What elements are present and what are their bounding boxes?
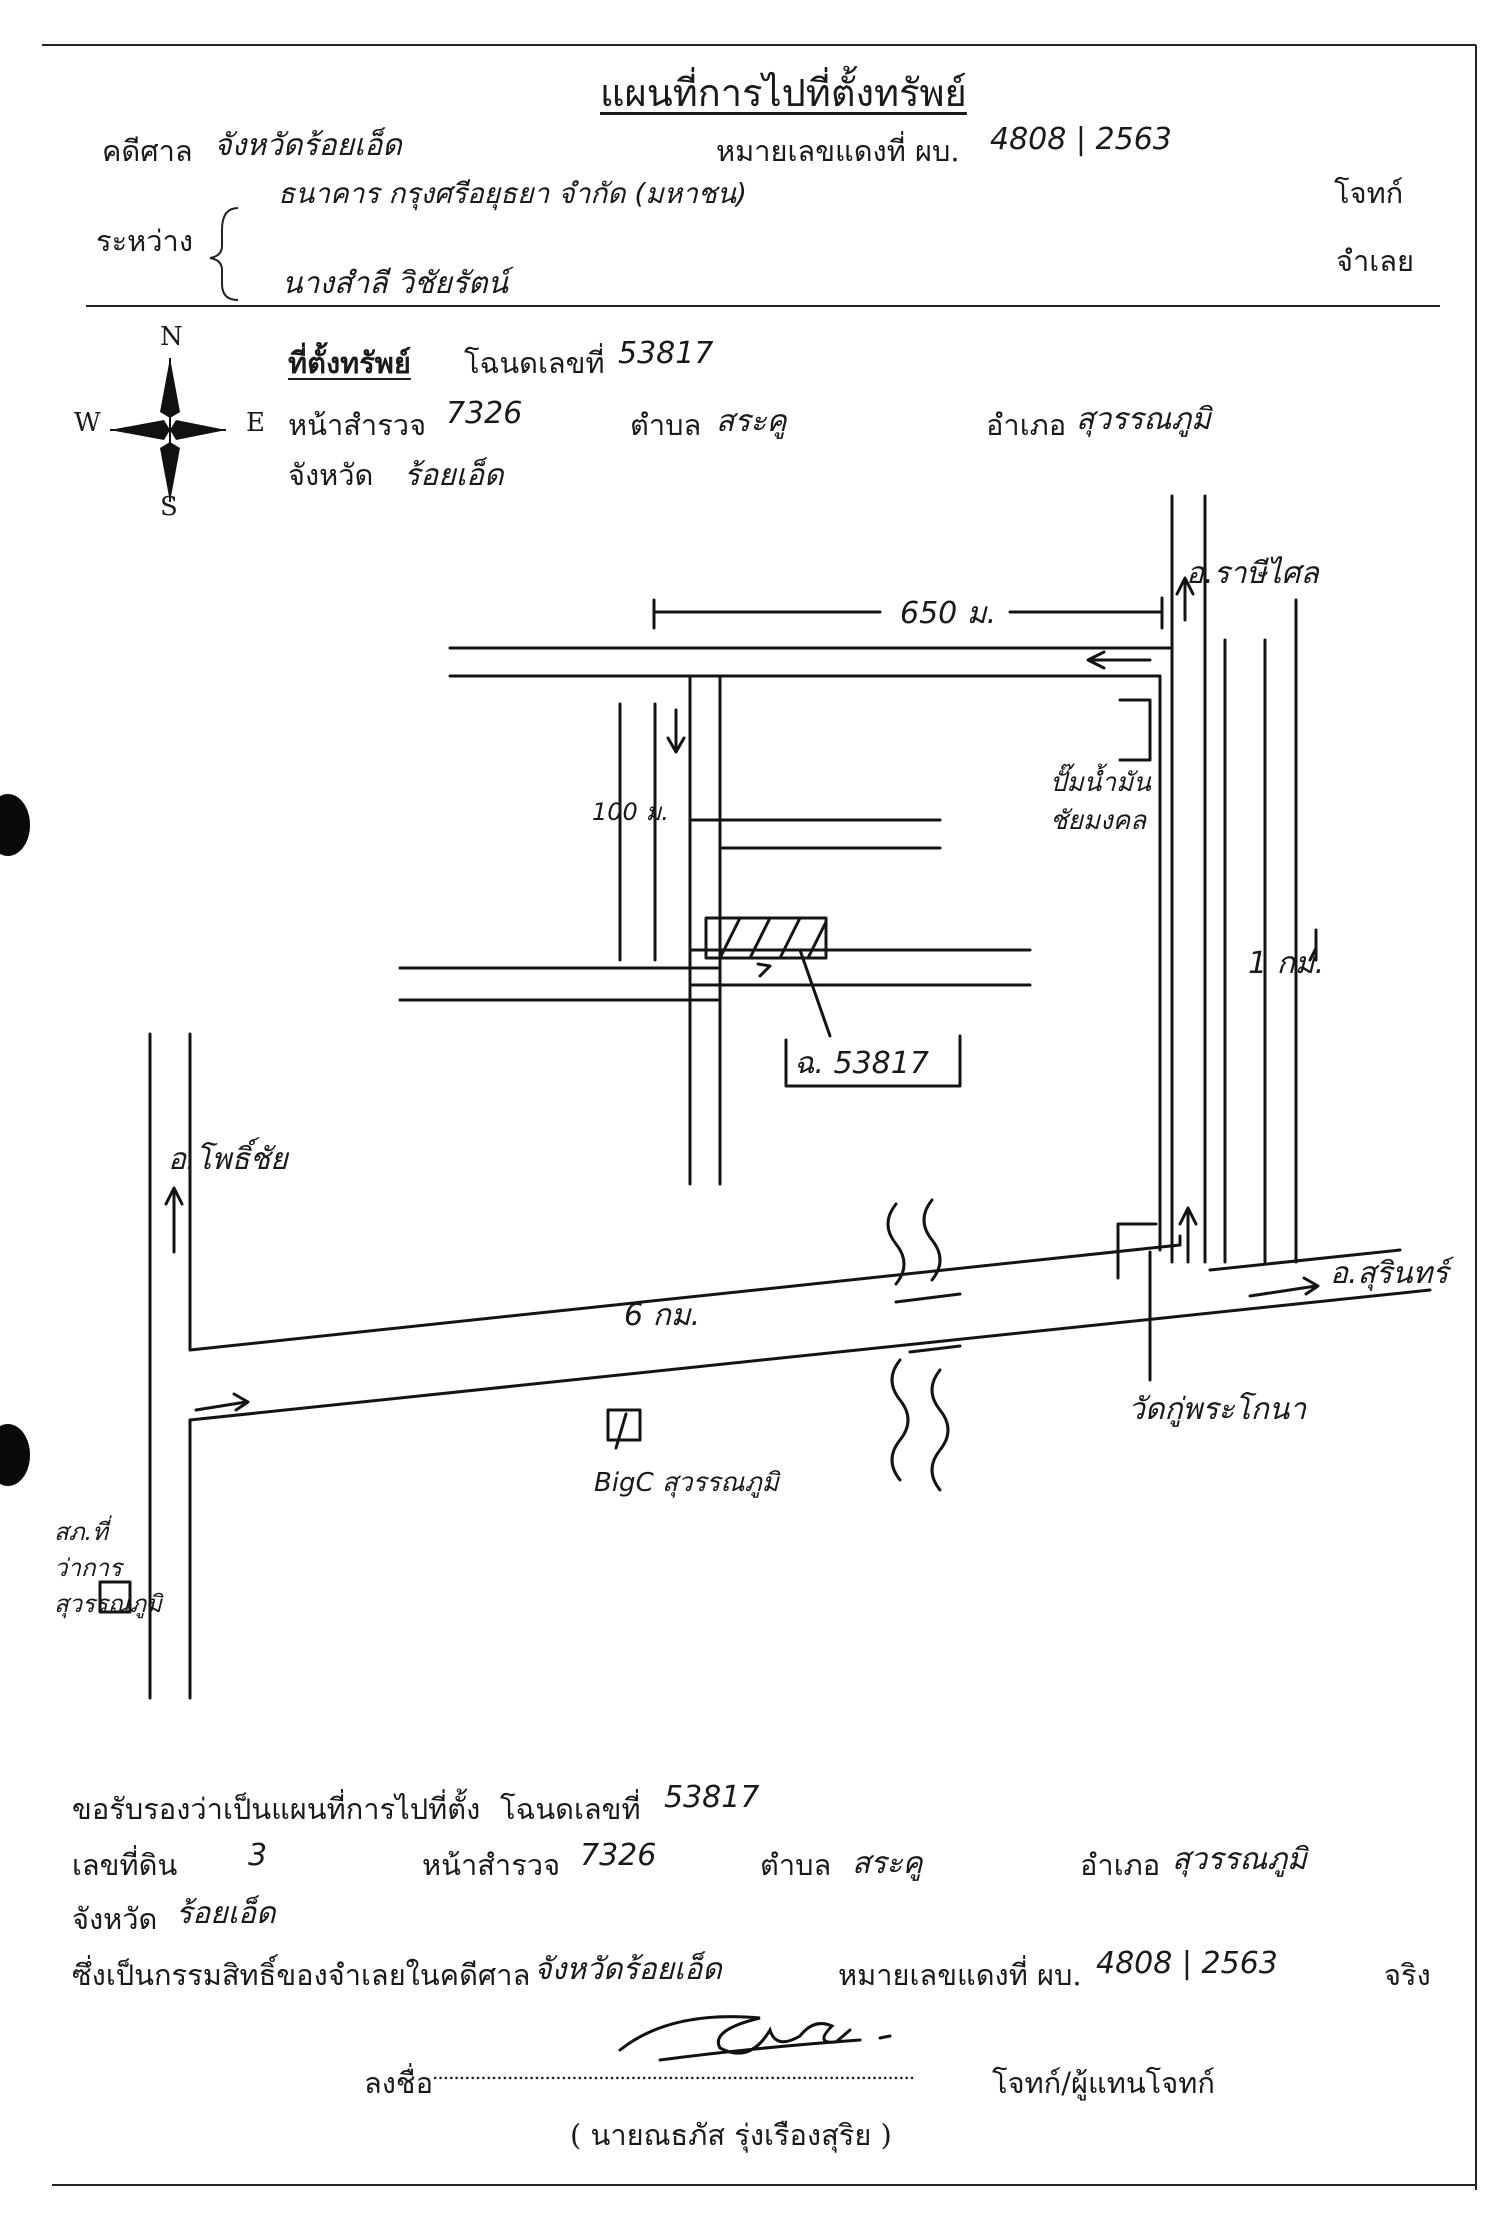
cert-province-label: จังหวัด: [72, 1902, 158, 1936]
compass-south: S: [160, 492, 178, 522]
location-survey-label: หน้าสำรวจ: [288, 408, 427, 442]
between-label: ระหว่าง: [96, 224, 193, 258]
cert-deed-label: โฉนดเลขที่: [500, 1792, 641, 1826]
compass-west: W: [74, 408, 101, 438]
dist-left-label: 100 ม.: [592, 798, 669, 826]
plaintiff-label: โจทก์: [1334, 176, 1404, 210]
cert-tambon-label: ตำบล: [760, 1848, 832, 1882]
location-amphoe-label: อำเภอ: [986, 408, 1067, 442]
court-value: จังหวัดร้อยเอ็ด: [214, 128, 402, 163]
to-east-label: อ.สุรินทร์: [1330, 1256, 1449, 1291]
cert-case-value: 4808 | 2563: [1096, 1946, 1278, 1981]
case-label: หมายเลขแดงที่ ผบ.: [716, 134, 960, 168]
cert-line1-label: ขอรับรองว่าเป็นแผนที่การไปที่ตั้ง: [72, 1792, 481, 1826]
cert-province-value: ร้อยเอ็ด: [176, 1896, 276, 1931]
sign-role: โจทก์/ผู้แทนโจทก์: [992, 2066, 1215, 2100]
case-value: 4808 | 2563: [990, 122, 1172, 157]
temple-label: วัดกู่พระโกนา: [1128, 1392, 1307, 1427]
cert-court-value: จังหวัดร้อยเอ็ด: [534, 1952, 722, 1987]
signer-name: ( นายณธภัส รุ่งเรืองสุริย ): [570, 2118, 892, 2152]
location-heading: ที่ตั้งทรัพย์: [288, 346, 411, 380]
location-deed-label: โฉนดเลขที่: [464, 346, 605, 380]
district-office-label: สภ.ที่ว่าการ สุวรรณภูมิ: [54, 1518, 162, 1618]
gas-station-label: ปั๊มน้ำมัน ชัยมงคล: [1050, 768, 1151, 836]
cert-true-label: จริง: [1384, 1958, 1431, 1992]
cert-land-no-value: 3: [248, 1838, 268, 1873]
cert-land-no-label: เลขที่ดิน: [72, 1848, 178, 1882]
dist-top-label: 650 ม.: [900, 596, 997, 631]
compass-rose-icon: [110, 358, 226, 502]
signature-icon: [618, 2015, 892, 2062]
location-province-label: จังหวัด: [288, 458, 374, 492]
cert-amphoe-value: สุวรรณภูมิ: [1172, 1842, 1307, 1877]
sign-dots: ........................................…: [432, 2060, 915, 2084]
location-deed-value: 53817: [618, 336, 714, 371]
to-north-label: อ.ราษีไศล: [1186, 556, 1319, 591]
plaintiff-value: ธนาคาร กรุงศรีอยุธยา จำกัด (มหาชน): [278, 177, 747, 210]
cert-case-label: หมายเลขแดงที่ ผบ.: [838, 1958, 1082, 1992]
cert-survey-value: 7326: [580, 1838, 657, 1873]
sign-label: ลงชื่อ: [364, 2066, 434, 2100]
cert-amphoe-label: อำเภอ: [1080, 1848, 1161, 1882]
cert-tambon-value: สระคู: [852, 1846, 923, 1881]
defendant-label: จำเลย: [1336, 244, 1414, 278]
page-title: แผนที่การไปที่ตั้งทรัพย์: [600, 71, 967, 115]
bigc-label: BigC สุวรรณภูมิ: [594, 1468, 779, 1498]
compass-north: N: [160, 322, 183, 352]
to-west-label: อ.โพธิ์ชัย: [168, 1142, 288, 1177]
cert-survey-label: หน้าสำรวจ: [422, 1848, 561, 1882]
parcel-label: ฉ. 53817: [794, 1046, 929, 1081]
location-amphoe-value: สุวรรณภูมิ: [1076, 402, 1211, 437]
defendant-value: นางสำลี วิชัยรัตน์: [282, 266, 508, 301]
location-tambon-value: สระคู: [716, 404, 787, 439]
cert-deed-value: 53817: [664, 1780, 760, 1815]
cert-ownership-label: ซึ่งเป็นกรรมสิทธิ์ของจำเลยในคดีศาล: [72, 1958, 531, 1992]
dist-bottom-label: 6 กม.: [624, 1298, 701, 1333]
dist-right-label: 1 กม.: [1248, 946, 1325, 981]
location-survey-value: 7326: [446, 396, 523, 431]
compass-east: E: [246, 408, 265, 438]
location-province-value: ร้อยเอ็ด: [404, 458, 504, 493]
location-tambon-label: ตำบล: [630, 408, 702, 442]
court-label: คดีศาล: [102, 134, 193, 168]
